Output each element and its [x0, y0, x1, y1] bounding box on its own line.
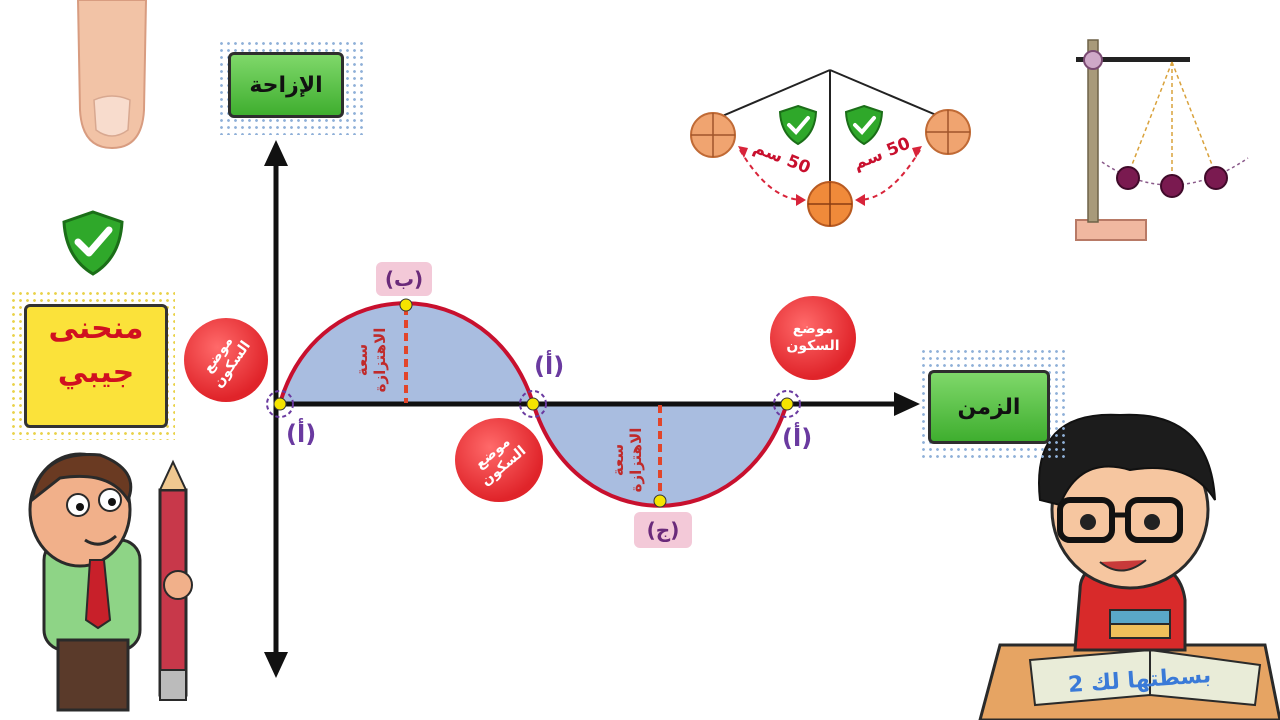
displacement-label: الإزاحة — [228, 52, 344, 118]
point-a3 — [780, 397, 794, 411]
point-b — [399, 298, 413, 312]
pointing-finger — [72, 0, 152, 150]
rest-position-line1: موضع — [792, 321, 834, 337]
amplitude-line2: الاهتزازة — [371, 327, 389, 393]
point-a2 — [526, 397, 540, 411]
sine-curve-line1: منحنى — [48, 311, 144, 346]
rest-circle-3 — [773, 390, 801, 418]
amplitude-line1: سعة — [353, 343, 371, 377]
check-shield-icon — [58, 208, 128, 278]
basketball-icon-right — [925, 109, 971, 155]
basketball-icon-center — [807, 181, 853, 227]
teacher-cartoon — [28, 452, 193, 712]
check-shield-icon-small-right — [844, 104, 884, 146]
student-cartoon — [978, 413, 1280, 720]
amplitude-line1: سعة — [609, 443, 627, 477]
check-shield-icon-small-left — [778, 104, 818, 146]
point-a-label-2: (أ) — [534, 352, 565, 380]
pendulum-stand-icon — [1075, 39, 1249, 241]
amplitude-label-top: سعة الاهتزازة — [353, 315, 393, 405]
point-a-label-3: (أ) — [782, 424, 813, 452]
x-axis-arrow — [894, 392, 920, 416]
y-axis-arrow-bottom — [264, 652, 288, 678]
rest-position-line2: السكون — [786, 338, 840, 354]
rest-position-bubble-middle: موضع السكون — [455, 418, 543, 502]
point-a-label-1: (أ) — [286, 420, 317, 448]
rest-position-bubble-right: موضع السكون — [770, 296, 856, 380]
lower-lobe-fill — [533, 403, 787, 506]
y-axis-arrow-top — [264, 140, 288, 166]
point-c-label: (ج) — [634, 512, 692, 548]
amplitude-label-bottom: سعة الاهتزازة — [609, 415, 649, 505]
basketball-icon-left — [690, 112, 736, 158]
pendulum-diagram — [712, 69, 949, 206]
sine-curve-label: منحنى جيبي — [24, 304, 168, 428]
sine-curve-line2: جيبي — [57, 355, 135, 390]
rest-circle-1 — [266, 390, 294, 418]
rest-position-bubble-left: موضع السكون — [184, 318, 268, 402]
time-label: الزمن — [928, 370, 1050, 444]
point-b-label: (ب) — [376, 262, 432, 296]
amplitude-line2: الاهتزازة — [627, 427, 645, 493]
point-c — [653, 494, 667, 508]
point-a1 — [273, 397, 287, 411]
rest-circle-2 — [519, 390, 547, 418]
